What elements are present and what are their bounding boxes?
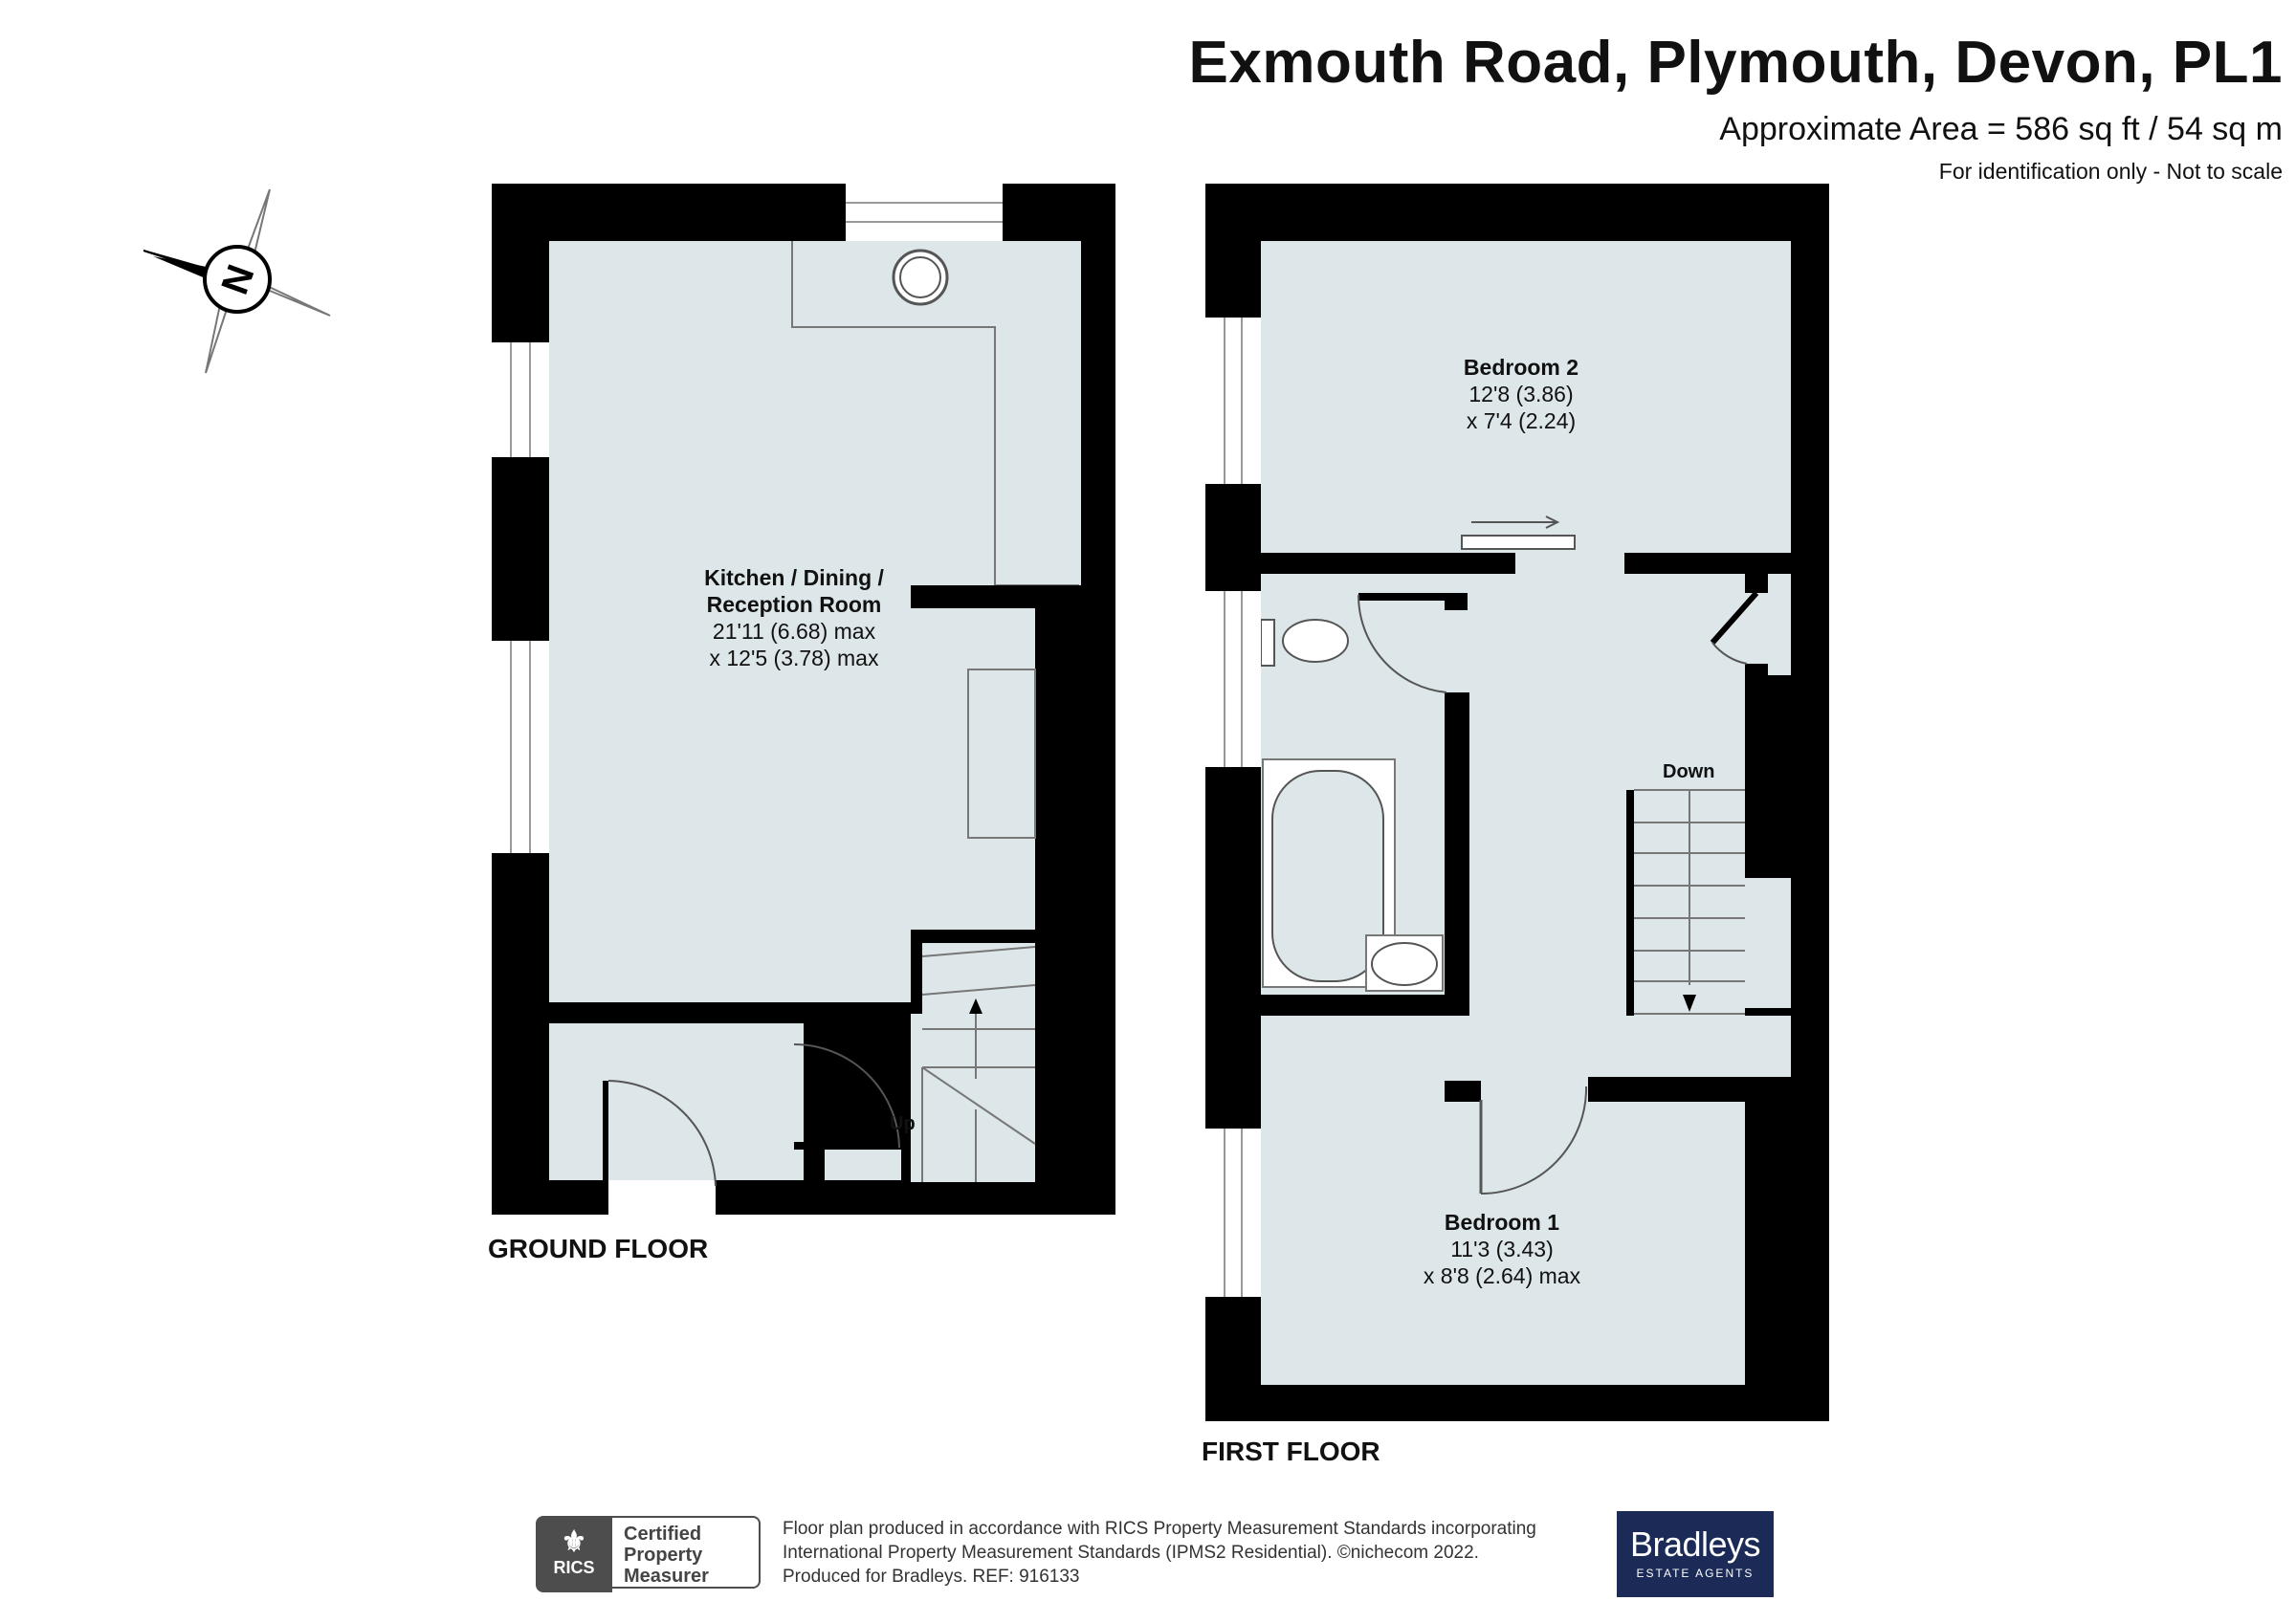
- ground-floor-label: GROUND FLOOR: [488, 1234, 709, 1263]
- stairs-down-label: Down: [1663, 761, 1715, 782]
- disclaimer: For identification only - Not to scale: [1938, 159, 2283, 184]
- footer-line-3: Produced for Bradleys. REF: 916133: [783, 1567, 1080, 1587]
- room-dimension-2: x 7'4 (2.24): [1466, 408, 1577, 433]
- brand-subtitle: ESTATE AGENTS: [1636, 1567, 1755, 1580]
- rics-crest-icon: ⚜: [561, 1526, 587, 1558]
- footer-line-2: International Property Measurement Stand…: [783, 1543, 1479, 1563]
- rics-line-1: Certified: [624, 1524, 702, 1545]
- room-dimension-1: 11'3 (3.43): [1450, 1237, 1554, 1261]
- room-name-line1: Kitchen / Dining /: [704, 565, 884, 590]
- room-name: Bedroom 2: [1463, 355, 1579, 380]
- room-dimension-2: x 8'8 (2.64) max: [1423, 1263, 1581, 1288]
- rics-line-3: Measurer: [624, 1566, 709, 1587]
- rics-certified-text: Certified Property Measurer: [612, 1516, 761, 1589]
- first-floor-label: FIRST FLOOR: [1202, 1437, 1380, 1466]
- room-dimension-1: 12'8 (3.86): [1468, 382, 1574, 406]
- rics-logo: ⚜ RICS: [536, 1516, 612, 1592]
- room-name: Bedroom 1: [1444, 1210, 1560, 1235]
- bedroom-2-label: Bedroom 2 12'8 (3.86) x 7'4 (2.24): [1378, 354, 1665, 434]
- brand-name: Bradleys: [1629, 1524, 1761, 1564]
- room-dimension-2: x 12'5 (3.78) max: [709, 646, 879, 670]
- room-name-line2: Reception Room: [706, 592, 882, 617]
- rics-line-2: Property: [624, 1545, 703, 1566]
- ground-floor-plan: [492, 184, 1115, 1215]
- bedroom-1-label: Bedroom 1 11'3 (3.43) x 8'8 (2.64) max: [1358, 1209, 1645, 1289]
- first-floor-plan: [1205, 184, 1829, 1421]
- property-title: Exmouth Road, Plymouth, Devon, PL1: [1188, 30, 2283, 96]
- bradleys-logo: Bradleys ESTATE AGENTS: [1617, 1511, 1774, 1597]
- footer-notes: Floor plan produced in accordance with R…: [783, 1517, 1536, 1589]
- approximate-area: Approximate Area = 586 sq ft / 54 sq m: [1719, 111, 2283, 147]
- rics-certified-badge: ⚜ RICS Certified Property Measurer: [536, 1516, 767, 1592]
- rics-short-label: RICS: [553, 1558, 595, 1577]
- kitchen-dining-reception-label: Kitchen / Dining / Reception Room 21'11 …: [660, 564, 928, 671]
- stairs-up-label: Up: [890, 1113, 916, 1134]
- compass-icon: N: [143, 188, 331, 374]
- room-dimension-1: 21'11 (6.68) max: [712, 619, 876, 644]
- footer-line-1: Floor plan produced in accordance with R…: [783, 1519, 1536, 1539]
